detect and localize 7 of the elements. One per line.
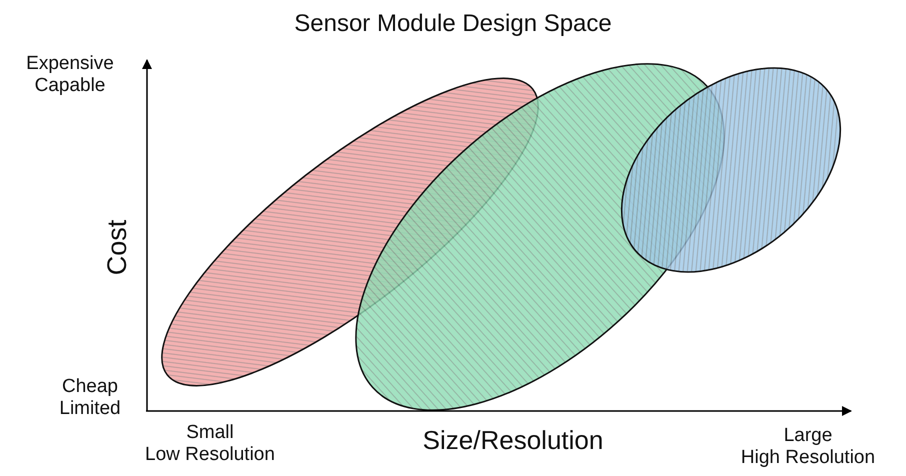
chart-title: Sensor Module Design Space	[294, 10, 612, 38]
axis-end-label: Large High Resolution	[740, 425, 876, 469]
axis-title: Size/Resolution	[422, 426, 604, 456]
axis-title: Cost	[102, 220, 134, 276]
axis-end-label: Small Low Resolution	[145, 422, 275, 466]
axis-end-label: Expensive Capable	[26, 53, 114, 97]
axis-end-label: Cheap Limited	[59, 376, 121, 420]
